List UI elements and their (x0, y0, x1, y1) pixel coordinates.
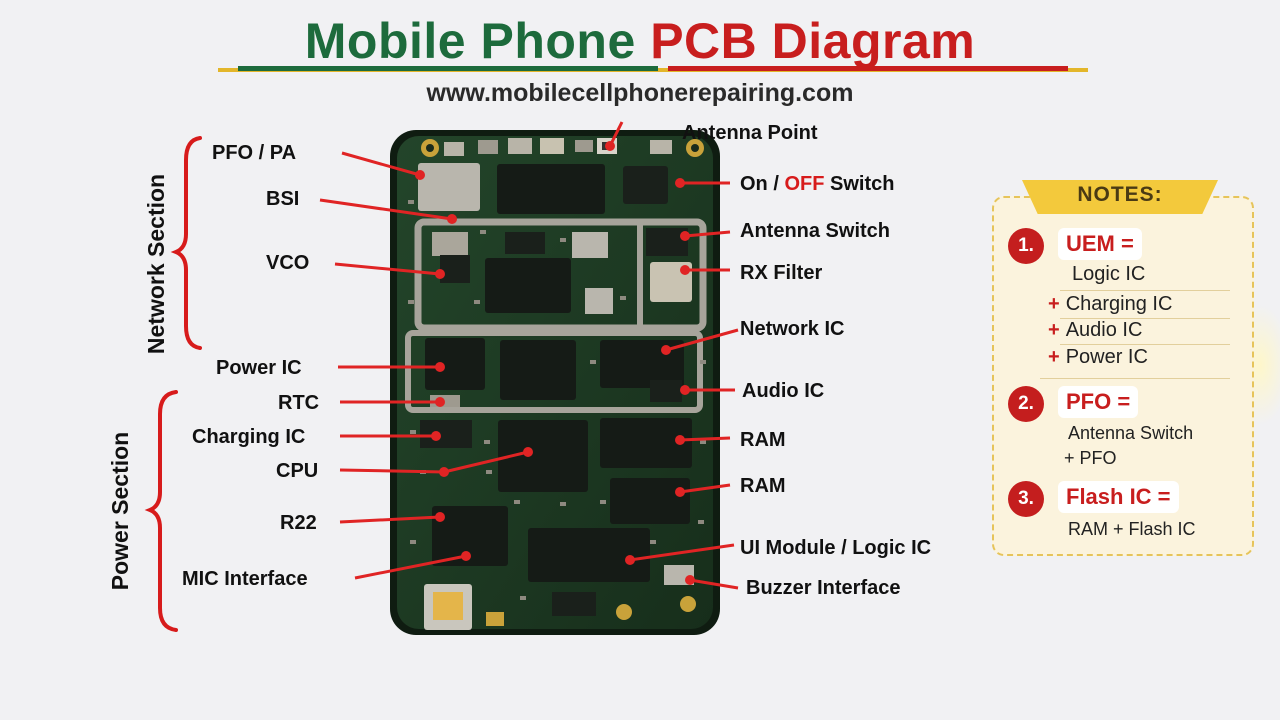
label-network-ic: Network IC (740, 318, 845, 340)
antenna-switch-chip (646, 228, 688, 256)
label-ui-module: UI Module / Logic IC (740, 537, 932, 559)
notes-title: NOTES: (1077, 183, 1163, 206)
ui-module-chip (528, 528, 650, 582)
on-off-highlight: OFF (784, 173, 825, 195)
label-r22: R22 (280, 512, 317, 534)
note-1-line-4: +Power IC (1048, 346, 1148, 368)
label-bsi: BSI (266, 188, 300, 210)
note-1-line-3: +Audio IC (1048, 319, 1143, 341)
callout-lines (319, 121, 739, 590)
label-vco: VCO (266, 252, 310, 274)
cpu-chip (498, 420, 588, 492)
website-url: www.mobilecellphonerepairing.com (426, 79, 854, 107)
ram-chip-2 (610, 478, 690, 524)
power-section-label: Power Section (107, 431, 133, 591)
power-shield-frame (405, 330, 703, 413)
page-title: Mobile Phone PCB Diagram (0, 12, 1280, 70)
on-off-suffix: Switch (830, 173, 895, 195)
note-2-number: 2. (1008, 386, 1044, 422)
network-section-bracket (170, 136, 202, 350)
note-2-heading: PFO = (1058, 386, 1139, 418)
note-3-number: 3. (1008, 481, 1044, 517)
pfo-pa-chip (418, 163, 480, 211)
note-1-line-2: +Charging IC (1048, 293, 1173, 315)
label-ram-2: RAM (740, 475, 786, 497)
label-ram-1: RAM (740, 429, 786, 451)
label-antenna-point: Antenna Point (682, 122, 818, 144)
label-on-off-switch: On / OFF Switch (740, 172, 894, 196)
label-rtc: RTC (278, 392, 320, 414)
note-1-number: 1. (1008, 228, 1044, 264)
label-mic-interface: MIC Interface (182, 568, 308, 590)
label-cpu: CPU (276, 460, 319, 482)
rf-shield-frame (414, 218, 707, 332)
vco-chip (485, 258, 571, 313)
charging-ic-chip (420, 420, 472, 448)
note-3-heading: Flash IC = (1058, 481, 1179, 513)
power-section-bracket (144, 390, 178, 632)
label-pfo-pa: PFO / PA (212, 142, 297, 164)
label-audio-ic: Audio IC (742, 380, 825, 402)
r22-chip (432, 506, 508, 566)
notes-title-tab (1022, 180, 1218, 214)
ram-chip-1 (600, 418, 692, 468)
network-section-label: Network Section (143, 173, 169, 355)
label-buzzer-interface: Buzzer Interface (746, 577, 901, 599)
on-off-prefix: On / (740, 173, 779, 195)
note-3-line-1: RAM + Flash IC (1068, 519, 1196, 539)
title-underline (218, 66, 1088, 76)
label-power-ic: Power IC (216, 357, 302, 379)
note-1-heading: UEM = (1058, 228, 1142, 260)
label-charging-ic: Charging IC (192, 426, 306, 448)
note-2-line-1: Antenna Switch (1068, 423, 1194, 443)
note-2-line-2: + PFO (1064, 448, 1117, 468)
power-ic-chip (425, 338, 485, 390)
label-rx-filter: RX Filter (740, 262, 823, 284)
top-ic-chip (497, 164, 605, 214)
title-part-1: Mobile Phone (304, 13, 636, 69)
note-1-line-1: Logic IC (1072, 263, 1146, 285)
title-part-2: PCB Diagram (650, 13, 976, 69)
callout-dots (415, 141, 695, 585)
label-antenna-switch: Antenna Switch (740, 220, 891, 242)
